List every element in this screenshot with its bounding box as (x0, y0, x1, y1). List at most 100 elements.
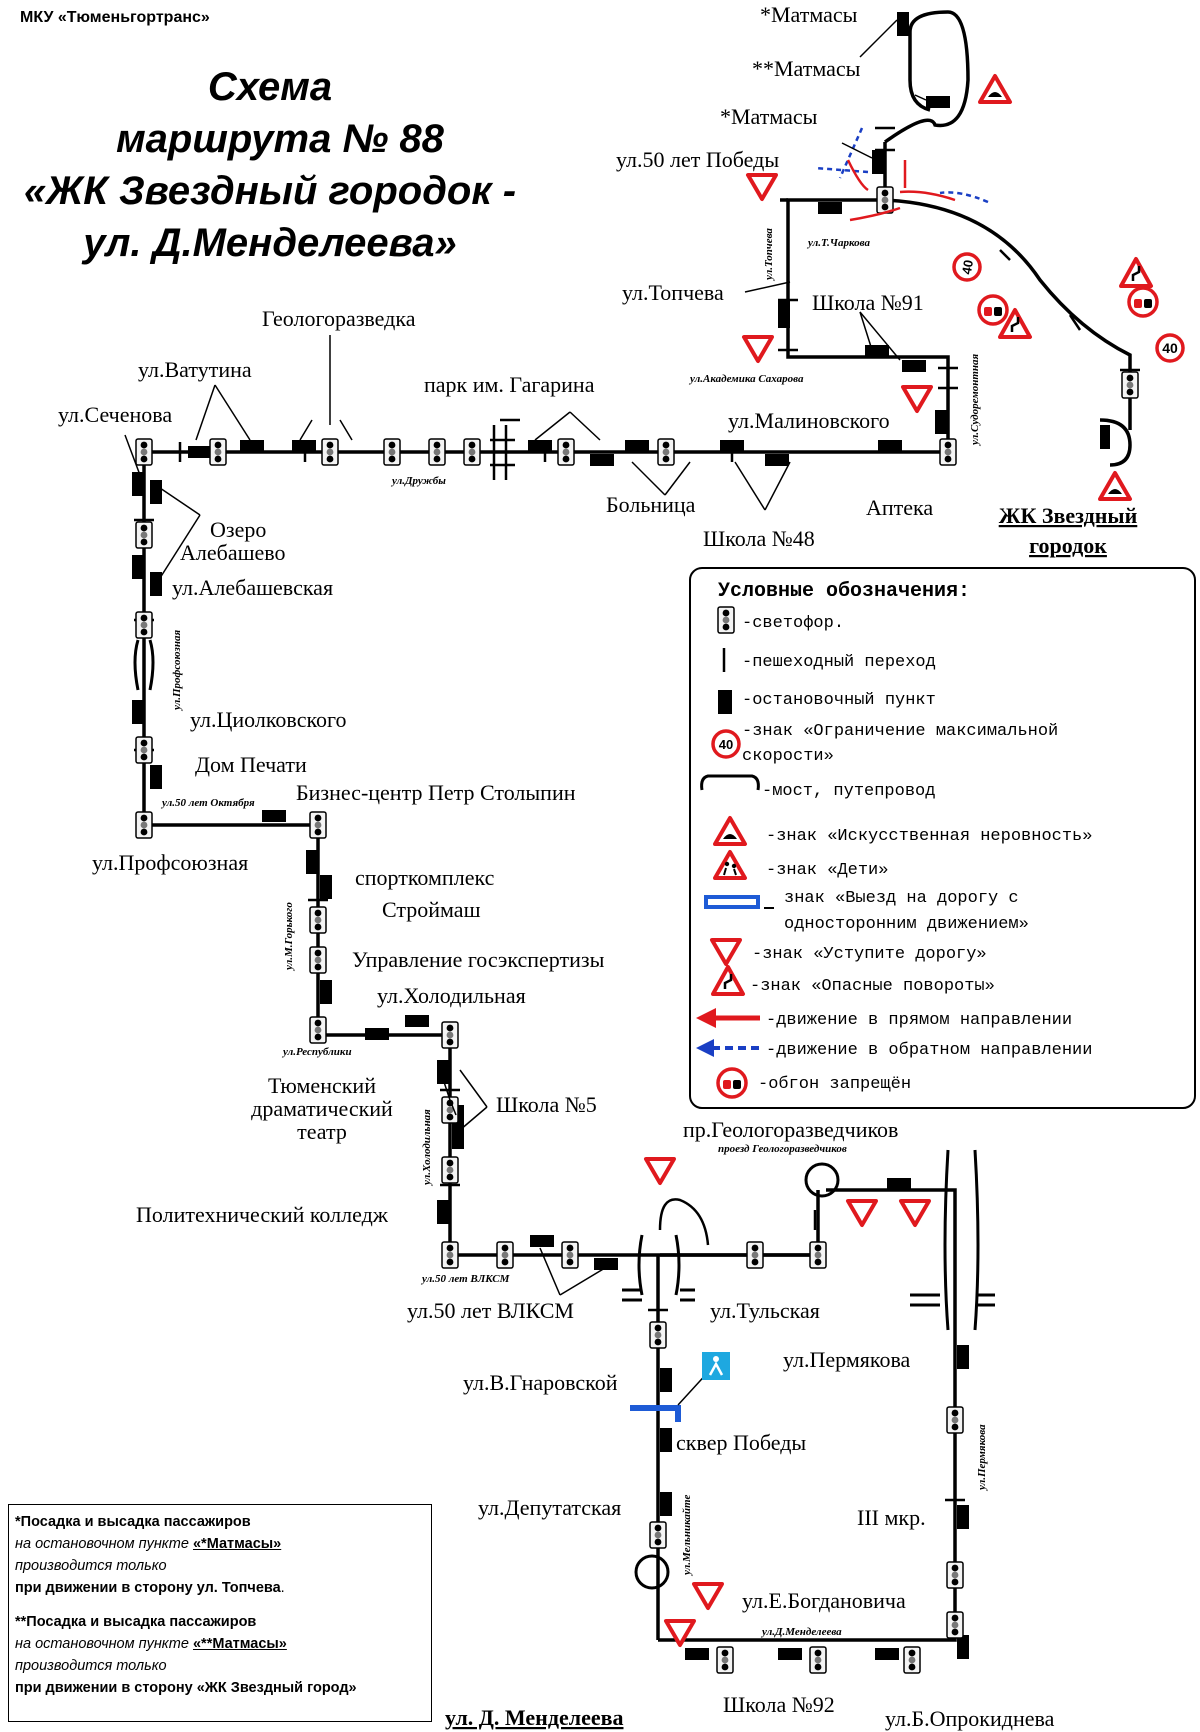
stop-label: Дом Печати (195, 752, 307, 777)
stop-label: Управление госэкспертизы (352, 947, 605, 972)
children-icon (702, 1352, 730, 1380)
stop-label: ул.Б.Опрокиднева (885, 1706, 1055, 1731)
diagram-title: маршрута № 88 (116, 117, 445, 161)
stop-label: ул.Циолковского (190, 707, 347, 732)
note-text: . (280, 1580, 285, 1596)
note-text: *Посадка и высадка пассажиров (15, 1514, 251, 1530)
street-label: ул.Академика Сахарова (688, 373, 804, 385)
note-text: **Посадка и высадка пассажиров (15, 1614, 257, 1630)
stop-label: ул.Алебашевская (172, 575, 333, 600)
speed-sign-text: 40 (1162, 340, 1178, 356)
stop-label: Больница (606, 492, 696, 517)
street-label: ул.Топчева (763, 228, 775, 282)
stop-label: Геологоразведка (262, 306, 416, 331)
legend-title: Условные обозначения: (718, 580, 970, 603)
street-label: проезд Геологоразведчиков (718, 1143, 847, 1155)
stop-label: пр.Геологоразведчиков (683, 1117, 898, 1142)
destination-label: ул. Д. Менделеева (445, 1705, 624, 1730)
stop-label: *Матмасы (720, 104, 818, 129)
stop-label: *Матмасы (760, 2, 858, 27)
stop-label: Бизнес-центр Петр Столыпин (296, 780, 576, 805)
legend-item: -мост, путепровод (762, 782, 935, 801)
legend-box (689, 567, 1196, 1109)
note-text: на остановочном пункте (15, 1636, 193, 1652)
legend-item: -знак «Дети» (766, 861, 888, 880)
stop-label: сквер Победы (676, 1430, 806, 1455)
legend-item: -движение в обратном направлении (766, 1041, 1092, 1060)
legend-item: -знак «Искусственная неровность» (766, 827, 1092, 846)
destination-label: ЖК Звездный (999, 503, 1138, 528)
note-stop-name: «*Матмасы» (192, 1536, 282, 1552)
stop-label: ул.Сеченова (58, 402, 172, 427)
stop-label: парк им. Гагарина (424, 372, 595, 397)
diagram-title: ул. Д.Менделеева» (81, 221, 457, 265)
stop-label: драматический (251, 1096, 393, 1121)
stop-label: ул.50 лет ВЛКСМ (407, 1298, 574, 1323)
stop-label: Школа №91 (812, 290, 924, 315)
street-labels: ул.Т.Чаркова ул.Топчева ул.Академика Сах… (160, 228, 988, 1638)
street-label: ул.Профсоюзная (171, 630, 183, 712)
stop-label: Школа №5 (496, 1092, 597, 1117)
street-label: ул.Судоремонтная (969, 353, 981, 447)
destination-label: городок (1029, 533, 1107, 558)
stop-label: ул.Пермякова (783, 1347, 911, 1372)
speed-sign-text: 40 (719, 737, 733, 752)
stop-label: ул.Ватутина (138, 357, 252, 382)
stop-label: ул.Малиновского (728, 408, 890, 433)
direction-arrows (814, 127, 989, 222)
street-label: ул.Т.Чаркова (806, 237, 870, 249)
legend-item: -светофор. (742, 614, 844, 633)
diagram-title: Схема (208, 65, 332, 109)
stop-label: ул.Е.Богдановича (742, 1588, 906, 1613)
legend-item: -знак «Ограничение максимальной (742, 722, 1058, 741)
org-name: МКУ «Тюменьгортранс» (20, 9, 210, 26)
stop-label: Алебашево (180, 540, 286, 565)
street-label: ул.Республики (281, 1046, 352, 1058)
stop-label: Строймаш (382, 897, 481, 922)
note-text: производится только (15, 1558, 167, 1574)
stop-labels: *Матмасы **Матмасы *Матмасы ул.50 лет По… (58, 2, 1055, 1731)
legend-item: -знак «Уступите дорогу» (752, 945, 987, 964)
stop-label: Тюменский (268, 1073, 376, 1098)
stop-label: Озеро (210, 517, 266, 542)
stop-label: III мкр. (857, 1505, 926, 1530)
note-text: при движении в сторону «ЖК Звездный горо… (15, 1680, 357, 1696)
stop-label: **Матмасы (752, 56, 861, 81)
note-text: на остановочном пункте (15, 1536, 193, 1552)
route-line-east (884, 198, 1132, 430)
street-label: ул.М.Горького (283, 902, 295, 972)
stop-label: спорткомплекс (355, 865, 495, 890)
legend: Условные обозначения: -светофор. -пешехо… (689, 567, 1196, 1109)
stop-label: ул.Тульская (710, 1298, 820, 1323)
stop-label: Политехнический колледж (136, 1202, 389, 1227)
bus-stops (132, 12, 1110, 1660)
street-label: ул.Дружбы (390, 475, 446, 487)
stop-label: ул.В.Гнаровской (463, 1370, 618, 1395)
route-line-matmasy-loop (883, 10, 970, 144)
street-label: ул.50 лет Октября (160, 797, 255, 809)
diagram-title: «ЖК Звездный городок - (24, 169, 516, 213)
street-label: ул.Д.Менделеева (760, 1626, 842, 1638)
legend-item: -остановочный пункт (742, 691, 936, 710)
stop-label: Школа №92 (723, 1692, 835, 1717)
speed-sign-text: 40 (959, 259, 976, 276)
stop-label: Аптека (866, 495, 933, 520)
stop-label: ул.Профсоюзная (92, 850, 248, 875)
legend-item: -знак «Опасные повороты» (750, 977, 995, 996)
legend-item: -движение в прямом направлении (766, 1011, 1072, 1030)
stop-label: ул.Депутатская (478, 1495, 621, 1520)
stop-label: ул.50 лет Победы (616, 147, 779, 172)
legend-item: -обгон запрещён (758, 1075, 911, 1094)
passenger-note: *Посадка и высадка пассажиров на останов… (8, 1504, 432, 1722)
callout-lines (124, 19, 927, 1296)
street-label: ул.Холодильная (421, 1109, 433, 1187)
legend-item: знак «Выезд на дорогу с (784, 889, 1019, 908)
legend-item: скорости» (742, 747, 834, 766)
stop-label: Школа №48 (703, 526, 815, 551)
street-label: ул.50 лет ВЛКСМ (420, 1273, 511, 1285)
note-stop-name: «**Матмасы» (192, 1636, 287, 1652)
legend-item: -пешеходный переход (742, 653, 936, 672)
route-line-permyakova (658, 1188, 957, 1642)
note-text: производится только (15, 1658, 167, 1674)
